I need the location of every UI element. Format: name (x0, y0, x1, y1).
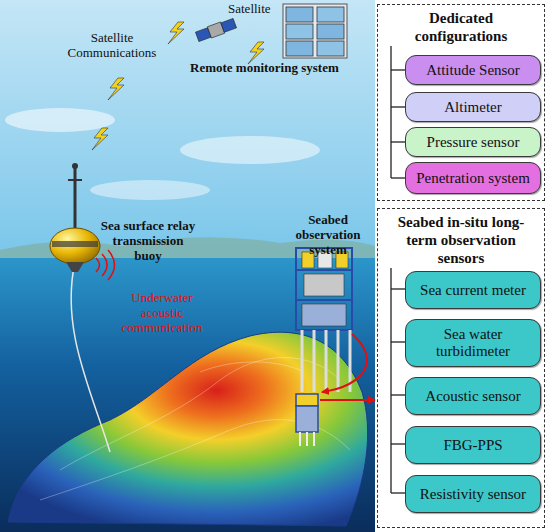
illustration-part (391, 106, 406, 107)
sensor-box: FBG-PPS (405, 426, 541, 464)
illustration-part (108, 78, 124, 100)
deployed-station (296, 394, 318, 446)
illustration-part (168, 22, 184, 44)
sky-and-sea (0, 0, 375, 532)
sensor-box: Acoustic sensor (405, 377, 541, 415)
illustration-part (391, 141, 406, 142)
illustration-part (337, 330, 340, 392)
illustration-label: Satellite Communications (62, 30, 162, 60)
illustration-part (180, 136, 320, 164)
illustration-part (390, 268, 391, 493)
illustration-label: Underwater acoustic communication (118, 290, 206, 335)
illustration-part (60, 358, 340, 471)
group-heading: Dedicated configurations (378, 9, 544, 45)
illustration-part (304, 274, 344, 296)
box-label: Penetration system (416, 170, 530, 187)
illustration-part (200, 362, 300, 372)
seabed-observation-frame (296, 248, 352, 392)
box-label: Pressure sensor (427, 134, 520, 151)
red-pointer-arrows (320, 334, 375, 400)
illustration-part (317, 24, 344, 39)
illustration-part (296, 394, 318, 406)
illustration-part (221, 18, 237, 32)
illustration-part (195, 18, 237, 43)
illustration-part (90, 180, 210, 200)
illustration-part (306, 432, 308, 446)
illustration-part (390, 46, 391, 178)
illustration-part (391, 69, 406, 70)
illustration-label: Seabed observation system (282, 212, 374, 257)
illustration-part (72, 163, 78, 169)
box-label: Resistivity sensor (420, 486, 526, 503)
illustration-part (313, 330, 316, 392)
tree-brackets (391, 46, 406, 493)
illustration-part (66, 262, 84, 272)
illustration-part (302, 304, 346, 326)
sensor-box: Altimeter (405, 92, 541, 122)
box-label: FBG-PPS (443, 437, 502, 454)
illustration-part (325, 330, 328, 392)
monitor-screens (283, 4, 347, 58)
illustration-part (102, 254, 107, 276)
illustration-part (74, 166, 77, 232)
illustration-part (296, 269, 352, 271)
illustration-part (0, 258, 375, 532)
box-label: Sea current meter (420, 282, 526, 299)
illustration-part (296, 299, 352, 301)
illustration-part (286, 24, 313, 39)
sensor-box: Pressure sensor (405, 127, 541, 157)
illustration-label: Remote monitoring system (190, 60, 360, 75)
illustration-part (313, 432, 315, 446)
illustration-part (317, 41, 344, 56)
illustration-part (108, 250, 115, 280)
illustration-part (96, 258, 100, 272)
illustration-label: Sea surface relay transmission buoy (98, 218, 198, 263)
sensor-box: Attitude Sensor (405, 55, 541, 85)
illustration-part (320, 399, 375, 401)
illustration-part (391, 341, 406, 342)
dashed-group: Dedicated configurationsAttitude SensorA… (377, 4, 545, 201)
illustration-label: Satellite (228, 1, 308, 16)
illustration-part (286, 7, 313, 22)
box-label: Acoustic sensor (425, 388, 520, 405)
illustration-part (50, 228, 100, 264)
illustration-part (68, 179, 82, 181)
illustration-part (296, 248, 352, 330)
illustration-part (301, 330, 304, 392)
box-label: Attitude Sensor (426, 62, 520, 79)
illustration-part (296, 406, 318, 432)
dashed-group: Seabed in-situ long-term observation sen… (377, 208, 545, 528)
illustration-part (391, 394, 406, 395)
illustration-part (317, 7, 344, 22)
sensor-box: Sea current meter (405, 271, 541, 309)
illustration-part (286, 41, 313, 56)
illustration-part (283, 4, 347, 58)
sensor-box: Penetration system (405, 162, 541, 194)
relay-buoy (50, 163, 115, 452)
sensor-box: Sea water turbidimeter (405, 319, 541, 367)
illustration-part (391, 177, 406, 178)
group-heading: Seabed in-situ long-term observation sen… (378, 213, 544, 267)
illustration-part (299, 432, 301, 446)
illustration-part (52, 241, 98, 247)
illustration-part (92, 128, 108, 150)
illustration-part (391, 492, 406, 493)
illustration-part (71, 262, 110, 452)
box-label: Sea water turbidimeter (410, 326, 536, 360)
illustration-part (5, 108, 115, 132)
illustration-part (391, 443, 406, 444)
sensor-box: Resistivity sensor (405, 475, 541, 513)
illustration-part (322, 334, 367, 392)
box-label: Altimeter (444, 99, 501, 116)
illustration-part (391, 288, 406, 289)
